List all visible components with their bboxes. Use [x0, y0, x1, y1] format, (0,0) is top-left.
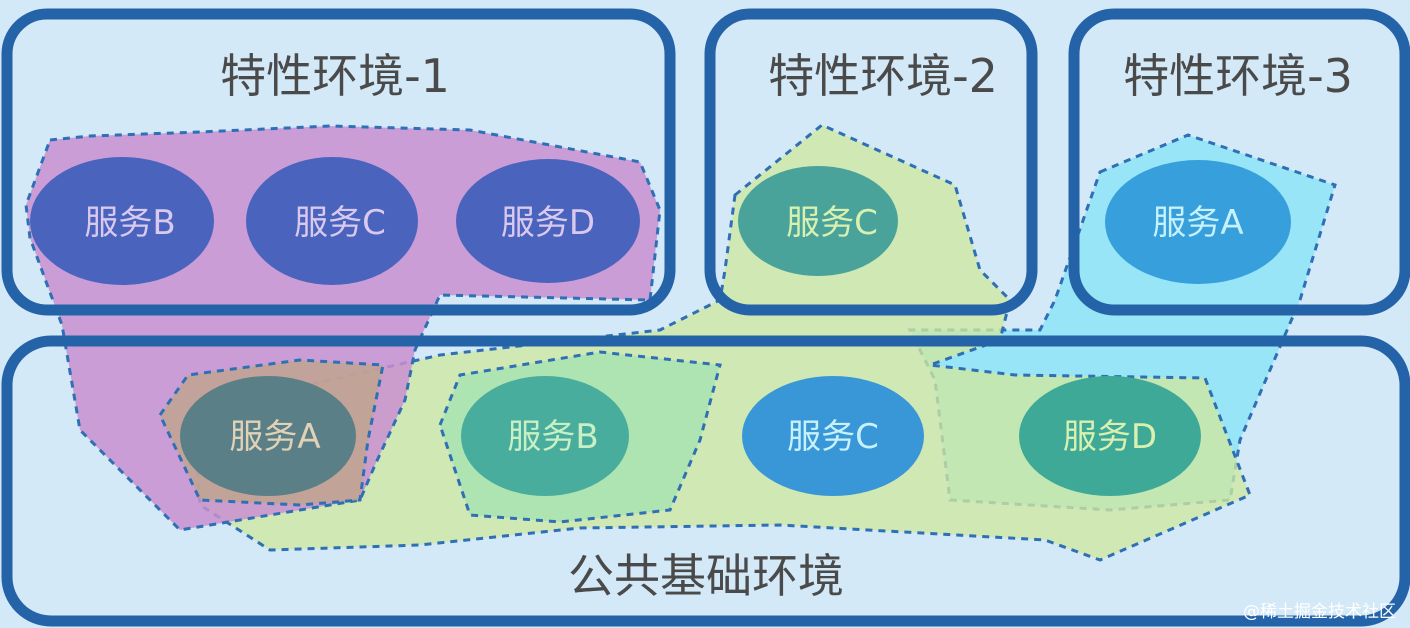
service-ellipse [1019, 376, 1201, 496]
feature-environment-2-title: 特性环境-2 [768, 49, 998, 103]
feature-environment-1-box [1, 8, 676, 316]
service-label-feature-1-c: 服务C [294, 203, 386, 243]
feature-environment-3-box [1068, 8, 1410, 316]
service-label-public-d: 服务D [1063, 417, 1157, 457]
feature-environment-2-box [704, 8, 1038, 316]
service-label-public-b: 服务B [507, 417, 598, 457]
feature-environment-1-title: 特性环境-1 [220, 49, 450, 103]
service-label-feature-1-d: 服务D [501, 203, 595, 243]
service-ellipse [1105, 160, 1291, 284]
service-ellipse [246, 157, 418, 285]
watermark-text: @稀土掘金技术社区 [1243, 602, 1396, 622]
public-environment-title: 公共基础环境 [568, 549, 844, 603]
service-ellipse [461, 376, 629, 496]
service-ellipse [742, 376, 924, 496]
service-label-public-c: 服务C [787, 417, 879, 457]
service-ellipse [180, 376, 356, 496]
service-ellipse [738, 166, 898, 276]
service-label-feature-2-c: 服务C [786, 203, 878, 243]
service-ellipse [456, 159, 640, 283]
service-label-feature-1-b: 服务B [84, 203, 175, 243]
public-environment-box [1, 335, 1410, 627]
service-label-public-a: 服务A [229, 417, 320, 457]
feature-environment-3-title: 特性环境-3 [1123, 49, 1353, 103]
service-ellipse [30, 157, 214, 285]
service-label-feature-3-a: 服务A [1152, 203, 1243, 243]
